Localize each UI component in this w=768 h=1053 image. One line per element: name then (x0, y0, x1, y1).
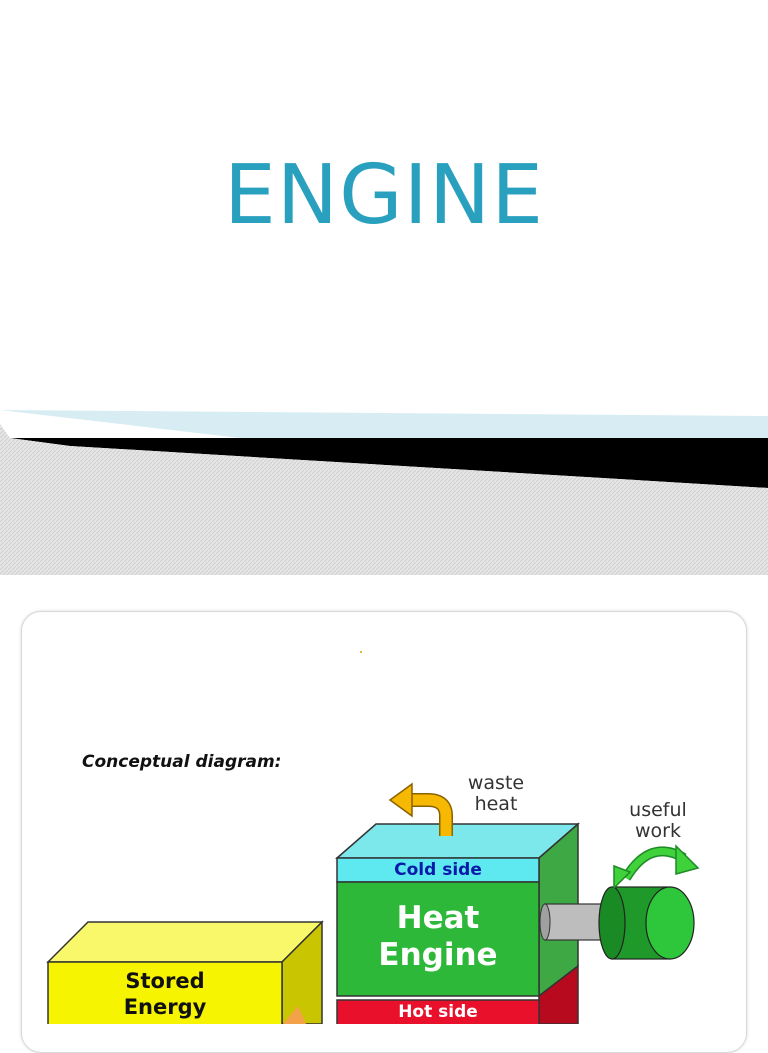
stored-energy-line-1: Stored (125, 969, 205, 993)
stored-energy-label: Stored Energy (48, 968, 282, 1020)
waste-heat-arrow (412, 794, 452, 836)
waste-heat-arrowhead (388, 782, 413, 818)
waste-heat-line-2: heat (474, 793, 518, 815)
slide-title: ENGINE (223, 148, 545, 243)
flywheel-back (598, 886, 626, 960)
useful-work-label: useful work (616, 800, 700, 842)
title-slide: ENGINE (0, 148, 768, 575)
hot-side-front (336, 999, 540, 1024)
hot-side-label: Hot side (398, 1002, 478, 1022)
input-arrow-hint (283, 1006, 306, 1024)
useful-work-arrow-tail (613, 864, 632, 890)
heat-engine-label: Heat Engine (337, 900, 539, 974)
waste-heat-label: waste heat (456, 773, 536, 815)
stored-energy-top (46, 921, 324, 963)
swoosh-gray-band (0, 424, 768, 575)
swoosh-black-band (10, 438, 768, 488)
stored-energy-front (47, 961, 283, 1024)
shaft-end (539, 903, 551, 941)
heat-engine-diagram (46, 651, 700, 1024)
swoosh-blue-band (0, 410, 768, 440)
engine-front (336, 881, 540, 997)
waste-heat-line-1: waste (467, 772, 525, 794)
heat-engine-line-2: Engine (378, 937, 498, 973)
decorative-swoosh (0, 410, 768, 575)
diagram-caption: Conceptual diagram: (82, 752, 282, 772)
flywheel-face (645, 886, 695, 960)
cold-side-top (334, 823, 581, 859)
stored-energy-line-2: Energy (123, 995, 207, 1019)
useful-work-line-1: useful (629, 799, 687, 821)
cold-side-front (336, 857, 540, 883)
useful-work-arrowhead (675, 844, 700, 875)
decorative-dot (360, 651, 362, 653)
heat-engine-line-1: Heat (396, 900, 480, 936)
useful-work-line-2: work (635, 820, 681, 842)
cold-side-label: Cold side (394, 860, 482, 880)
